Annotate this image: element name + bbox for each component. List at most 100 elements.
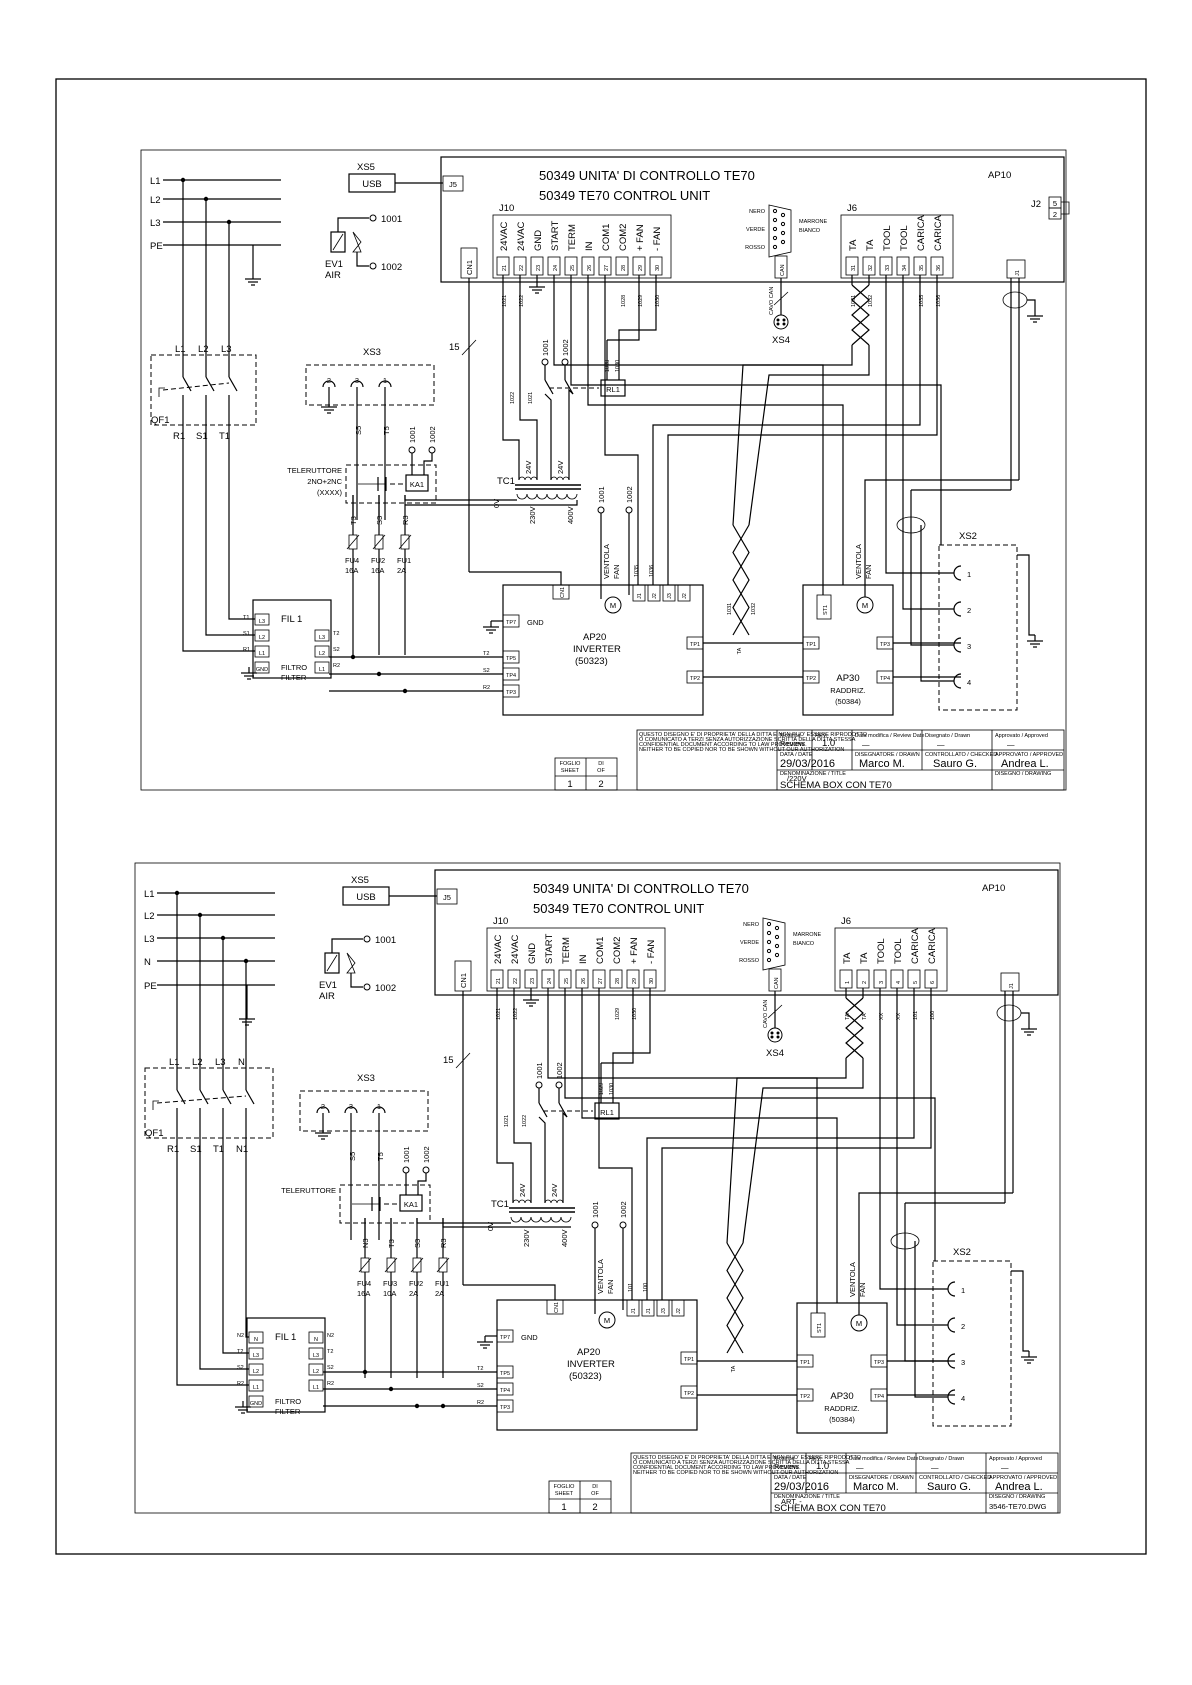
ap20-label: AP20 [583, 632, 606, 643]
ap20-tp1-label: TP1 [690, 642, 700, 648]
wire-path [904, 1203, 948, 1362]
j6-pin-number: 33 [885, 265, 891, 271]
db9-pin [772, 208, 778, 214]
db9-pin [772, 217, 778, 223]
fil1-input-wire: S1 [243, 631, 250, 637]
ka1-coil [405, 474, 429, 492]
tb-checked-label: CONTROLLATO / CHECKED [925, 752, 997, 758]
wire-number: 1031 [851, 295, 857, 307]
xs4-pin [770, 1035, 774, 1039]
tc1-winding [524, 1199, 532, 1204]
db9-wire-color: NERO [749, 209, 766, 215]
fil1-input-wire: R1 [243, 647, 250, 653]
xs3-pin-label: 1 [377, 1102, 381, 1111]
ap20-inverter [496, 1299, 698, 1431]
j10-pin-number: 22 [513, 978, 519, 984]
xs2-label: XS2 [953, 1247, 971, 1258]
qf1-input-label: L2 [192, 1057, 203, 1068]
wire-path [442, 1218, 571, 1228]
xs2-pin-label: 2 [967, 606, 971, 615]
qf1-label: QF1 [151, 415, 169, 426]
ka1-wire-label: 1002 [428, 426, 437, 443]
wire-path [1061, 201, 1070, 215]
tb-rev: 1.0 [816, 1461, 829, 1472]
wire [558, 1102, 568, 1118]
ev1-terminal [369, 214, 377, 222]
page-outer-border [55, 78, 1147, 1555]
db9-connector [762, 917, 786, 971]
wire-path [896, 988, 948, 1326]
ev1-terminal [363, 983, 371, 991]
wire [384, 1257, 398, 1273]
qf1-output-label: R1 [173, 431, 185, 442]
j6-pin-box [873, 969, 887, 989]
wire-path [404, 495, 517, 501]
tc1-input-label: 230V [522, 1229, 531, 1247]
junction-dot [362, 1369, 368, 1375]
fil1-label: FIL 1 [275, 1332, 296, 1343]
ap30-tp2-label: TP2 [800, 1394, 810, 1400]
tb-drawn: Marco M. [859, 758, 905, 770]
wire-path [581, 988, 838, 1303]
xs4-pin [782, 322, 786, 326]
tb-review: Review [774, 1462, 799, 1471]
wire [538, 1102, 548, 1118]
wire-path [337, 217, 369, 232]
ap10-cn1-label: CN1 [465, 260, 474, 275]
fil1-left-label: L2 [253, 1369, 259, 1375]
tc1-primary [560, 1216, 572, 1223]
fan-label: FAN [606, 1279, 615, 1294]
tb-dash: — [862, 740, 870, 749]
wire [176, 1089, 186, 1105]
j5-label: J5 [449, 180, 457, 189]
tc1-winding [530, 476, 538, 481]
tc1-winding [544, 1199, 552, 1204]
wire-path [879, 988, 948, 1290]
j10-pin-label: COM2 [618, 224, 629, 251]
wire-path [858, 1192, 1013, 1315]
fil1-right-label: L1 [313, 1385, 319, 1391]
xs4-pin [776, 1035, 780, 1039]
j10-pin-number: 26 [581, 978, 587, 984]
wire-path [742, 1058, 864, 1244]
ap20-j-label: J1 [646, 1308, 652, 1314]
ap10-control-unit [434, 869, 1059, 996]
j6-pin-number: 2 [862, 981, 868, 984]
fil1-input-wire: N2 [237, 1333, 244, 1339]
filtro-label: FILTRO [281, 663, 307, 672]
fil1-input-wire: T2 [237, 1349, 243, 1355]
j6-pin-box [856, 969, 870, 989]
j10-pin-label: START [544, 934, 555, 964]
power-line-label: N [144, 957, 151, 968]
can-cable-label: CAVO CAN [769, 287, 775, 315]
wire [544, 379, 554, 395]
j6-label: J6 [847, 203, 857, 214]
xs3-wire-label: S5 [354, 426, 363, 435]
ap20-input-wire: S2 [477, 1383, 484, 1389]
rl1-coil [594, 1102, 620, 1120]
ev1-wire-label: 1001 [381, 214, 402, 225]
j6-pin-label: TOOL [882, 225, 893, 251]
fil1-output-wire: N2 [327, 1333, 334, 1339]
xs3-pin-label: 3 [349, 1102, 353, 1111]
wire-number: 1021 [502, 295, 508, 307]
ap20-input-wire: S2 [483, 668, 490, 674]
ap20-j-connector [626, 1299, 640, 1317]
j10-pin-label: COM2 [612, 937, 623, 964]
wire-path [405, 500, 578, 506]
xs2-pin-symbol [947, 1389, 956, 1405]
ap20-j-label: J3 [667, 593, 673, 599]
tc1-winding [550, 476, 558, 481]
fil1-output-wire: T2 [327, 1349, 333, 1355]
xs4-socket [773, 314, 789, 330]
tb-dash: — [856, 1463, 864, 1472]
ap30-tp4-label: TP4 [874, 1394, 884, 1400]
fil1-right-terminal [314, 661, 330, 674]
wire-15-label: 15 [443, 1055, 454, 1066]
j10-pin-label: GND [533, 230, 544, 251]
j6-pin-box [890, 969, 904, 989]
fil1-left-label: GND [250, 1401, 262, 1407]
fan-wire-label: 1001 [591, 1201, 600, 1218]
tc1-wire-number: 1021 [528, 392, 534, 404]
